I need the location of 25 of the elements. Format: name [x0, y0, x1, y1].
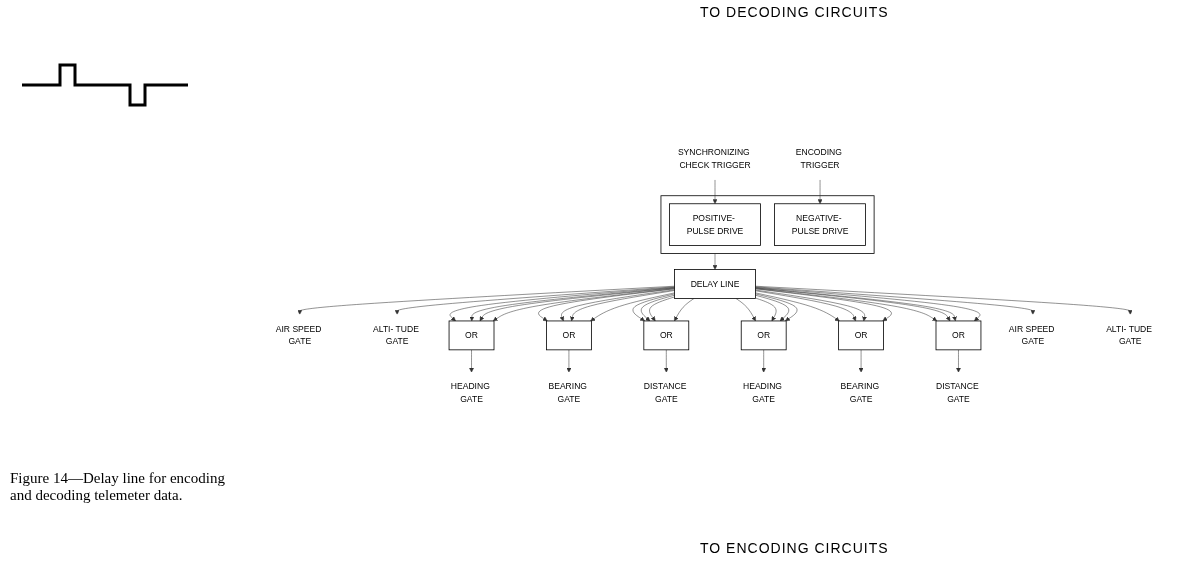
node-box: OR: [740, 320, 787, 351]
node-text: HEADING GATE: [743, 381, 783, 404]
bus-label: TO ENCODING CIRCUITS: [700, 540, 889, 556]
node-box: POSITIVE- PULSE DRIVE: [669, 203, 761, 246]
node-text: BEARING GATE: [840, 381, 880, 404]
figure-caption: Figure 14—Delay line for encoding and decoding telemeter data.: [10, 470, 226, 504]
node-text: AIR SPEED GATE: [275, 324, 322, 347]
node-text: AIR SPEED GATE: [1008, 324, 1055, 347]
node-box: NEGATIVE- PULSE DRIVE: [774, 203, 866, 246]
node-box: OR: [546, 320, 592, 351]
cluster: [660, 195, 875, 254]
node-box: OR: [448, 320, 495, 351]
node-text: BEARING GATE: [548, 381, 587, 404]
node-text: ENCODING TRIGGER: [795, 147, 842, 170]
node-text: ALTI- TUDE GATE: [373, 324, 419, 347]
node-box: DELAY LINE: [674, 269, 756, 299]
node-text: HEADING GATE: [450, 381, 490, 404]
node-box: OR: [838, 320, 884, 351]
node-box: OR: [935, 320, 982, 351]
node-text: DISTANCE GATE: [935, 381, 979, 404]
node-text: SYNCHRONIZING CHECK TRIGGER: [677, 147, 751, 170]
node-text: ALTI- TUDE GATE: [1106, 324, 1152, 347]
bus-label: TO DECODING CIRCUITS: [700, 4, 889, 20]
node-text: DISTANCE GATE: [643, 381, 687, 404]
node-box: OR: [643, 320, 690, 351]
